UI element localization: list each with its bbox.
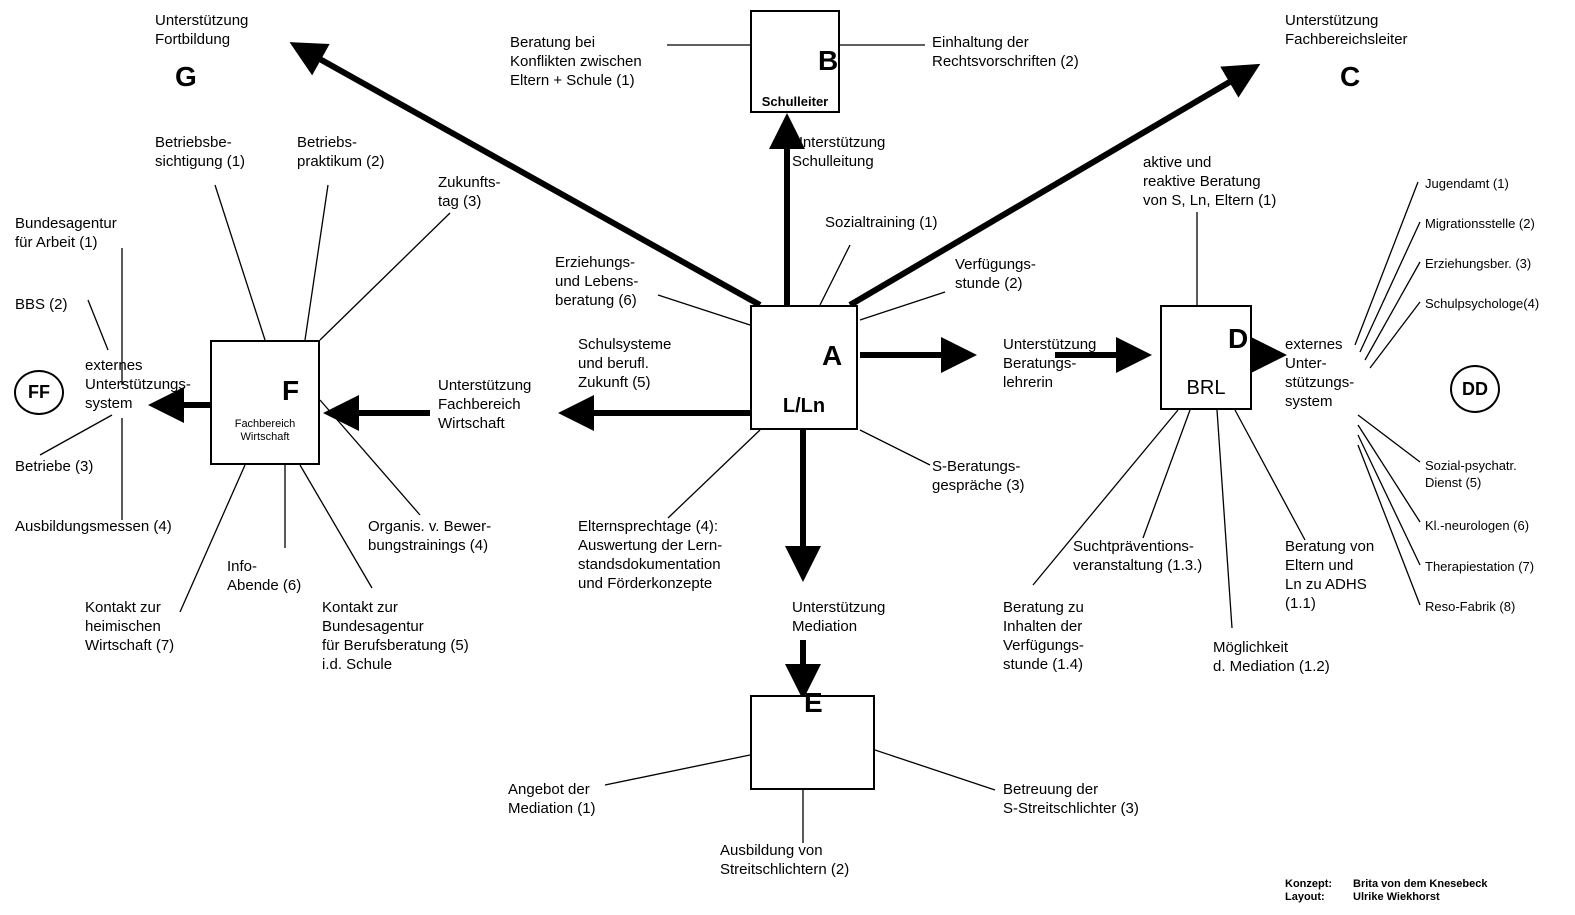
label-schulpsychologe: Schulpsychologe(4) (1425, 296, 1540, 311)
label-kontakt-wirtschaft: Kontakt zur heimischen Wirtschaft (7) (85, 599, 175, 654)
node-f-caption: Fachbereich Wirtschaft (234, 418, 296, 443)
label-betriebe: Betriebe (3) (15, 458, 94, 475)
thin-lines (39, 44, 1421, 843)
credit-layout-label: Layout: (1285, 891, 1325, 903)
label-elternsprechtage: Elternsprechtage (4): Auswertung der Ler… (578, 518, 723, 592)
label-support-mediation: Unterstützung Mediation (792, 599, 886, 635)
node-f-letter: F (282, 375, 300, 406)
credit-konzept-label: Konzept: (1285, 878, 1333, 890)
label-support-fachbereich: Unterstützung Fachbereich Wirtschaft (438, 377, 532, 432)
label-externes-d: externes Unter- stützungs- system (1285, 336, 1355, 410)
node-d-letter: D (1228, 323, 1249, 354)
label-betriebspraktikum: Betriebs- praktikum (2) (297, 134, 385, 170)
label-verfuegungsstunde: Verfügungs- stunde (2) (955, 256, 1036, 292)
arrow-to-c (848, 63, 1261, 308)
label-betriebsbesichtigung: Betriebsbe- sichtigung (1) (155, 134, 246, 170)
label-sozial-psych: Sozial-psychatr. Dienst (5) (1425, 458, 1517, 490)
label-bbs: BBS (2) (15, 296, 68, 313)
label-rechtsvorschriften: Einhaltung der Rechtsvorschriften (2) (932, 34, 1079, 70)
label-therapiestation: Therapiestation (7) (1425, 559, 1535, 574)
label-beratung-inhalte: Beratung zu Inhalten der Verfügungs- stu… (1003, 599, 1084, 673)
node-f-box: F Fachbereich Wirtschaft (210, 340, 320, 465)
node-ff-circle: FF (14, 370, 64, 415)
label-migrationsstelle: Migrationsstelle (2) (1425, 216, 1535, 231)
label-support-schulleitung: Unterstützung Schulleitung (792, 134, 886, 170)
credit-konzept-name: Brita von dem Knesebeck (1353, 878, 1488, 890)
label-ausbildung-streit: Ausbildung von Streitschlichtern (2) (720, 842, 850, 878)
node-g-letter: G (175, 61, 197, 92)
label-beratung-konflikte: Beratung bei Konflikten zwischen Eltern … (510, 34, 642, 89)
arrow-to-g (289, 42, 762, 308)
label-sozialtraining: Sozialtraining (1) (825, 214, 938, 231)
node-d-box: D BRL (1160, 305, 1252, 410)
node-ff-label: FF (28, 382, 50, 402)
node-e-box: E (750, 689, 875, 790)
node-a-box: A L/Ln (750, 305, 858, 430)
credits: Konzept: Brita von dem Knesebeck Layout: U… (1285, 878, 1488, 904)
node-dd-label: DD (1462, 378, 1488, 399)
thick-arrows (148, 42, 1287, 700)
label-zukunftstag: Zukunfts- tag (3) (438, 174, 501, 210)
node-b-caption: Schulleiter (761, 94, 829, 109)
node-b-box: B Schulleiter (750, 10, 840, 113)
label-support-fachbereichsleiter: Unterstützung Fachbereichsleiter (1285, 12, 1408, 48)
node-d-caption: BRL (1186, 377, 1226, 399)
label-kontakt-bundesagentur: Kontakt zur Bundesagentur für Berufsbera… (322, 599, 469, 673)
label-kl-neurologen: Kl.-neurologen (6) (1425, 518, 1530, 533)
label-erziehungsber: Erziehungsber. (3) (1425, 256, 1532, 271)
label-reso-fabrik: Reso-Fabrik (8) (1425, 599, 1516, 614)
label-schulsysteme: Schulsysteme und berufl. Zukunft (5) (578, 336, 672, 391)
label-jugendamt: Jugendamt (1) (1425, 176, 1509, 191)
label-support-beratungslehrerin: Unterstützung Beratungs- lehrerin (1003, 336, 1097, 391)
label-support-fortbildung: Unterstützung Fortbildung (155, 12, 249, 48)
label-bundesagentur: Bundesagentur für Arbeit (1) (15, 215, 117, 251)
label-angebot-mediation: Angebot der Mediation (1) (508, 781, 596, 817)
label-betreuung-streit: Betreuung der S-Streitschlichter (3) (1003, 781, 1139, 817)
label-s-beratung: S-Beratungs- gespräche (3) (932, 458, 1025, 494)
label-beratung-adhs: Beratung von Eltern und Ln zu ADHS (1.1) (1285, 538, 1375, 612)
credit-layout-name: Ulrike Wiekhorst (1353, 891, 1440, 903)
node-e-letter: E (804, 687, 823, 718)
label-info-abende: Info- Abende (6) (227, 558, 302, 594)
node-dd-circle: DD (1450, 365, 1500, 413)
label-erziehungsberatung: Erziehungs- und Lebens- beratung (6) (555, 254, 639, 309)
label-ausbildungsmessen: Ausbildungsmessen (4) (15, 518, 172, 535)
label-aktive-beratung: aktive und reaktive Beratung von S, Ln, … (1143, 154, 1277, 209)
node-b-letter: B (818, 45, 839, 76)
node-a-letter: A (822, 340, 843, 371)
node-c-letter: C (1340, 61, 1361, 92)
label-suchtpraevention: Suchtpräventions- veranstaltung (1.3.) (1073, 538, 1203, 574)
node-a-caption: L/Ln (782, 395, 826, 417)
label-externes-f: externes Unterstützungs- system (85, 357, 191, 412)
label-moeglichkeit-mediation: Möglichkeit d. Mediation (1.2) (1213, 639, 1330, 675)
label-organis: Organis. v. Bewer- bungstrainings (4) (368, 518, 492, 554)
